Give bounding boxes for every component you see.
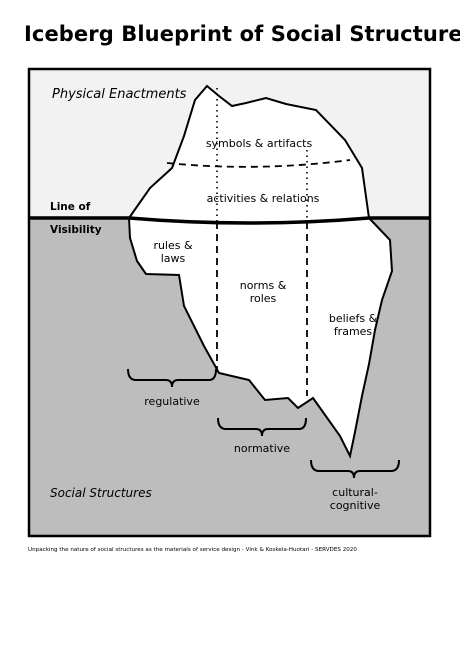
pillar-label-cultural-1: cultural- [332,486,378,499]
zone-label-above: Physical Enactments [52,87,187,102]
line-of-visibility-label-1: Line of [50,201,91,213]
page-title: Iceberg Blueprint of Social Structures [24,22,460,46]
diagram-frame [27,67,432,538]
layer-label-activities: activities & relations [207,192,320,205]
zone-label-below: Social Structures [50,486,152,500]
cultural-cognitive-brace [310,459,400,479]
source-caption: Unpacking the nature of social structure… [28,547,357,553]
pillar-label-regulative: regulative [144,395,200,408]
layer-label-beliefs-1: beliefs & [329,312,378,325]
pillar-label-normative: normative [234,442,290,455]
layer-label-rules-1: rules & [153,239,193,252]
layer-label-symbols: symbols & artifacts [206,137,313,150]
iceberg-shape [127,84,394,460]
layer-label-norms-2: roles [250,292,277,305]
pillar-label-cultural-2: cognitive [330,499,381,512]
layer-label-beliefs-2: frames [334,325,373,338]
line-of-visibility-label-2: Visibility [50,224,102,236]
symbols-activities-divider [166,159,351,168]
normative-brace [217,417,307,437]
layer-label-norms-1: norms & [240,279,287,292]
regulative-brace [127,368,217,388]
layer-label-rules-2: laws [161,252,186,265]
visibility-line-iceberg [128,216,370,225]
